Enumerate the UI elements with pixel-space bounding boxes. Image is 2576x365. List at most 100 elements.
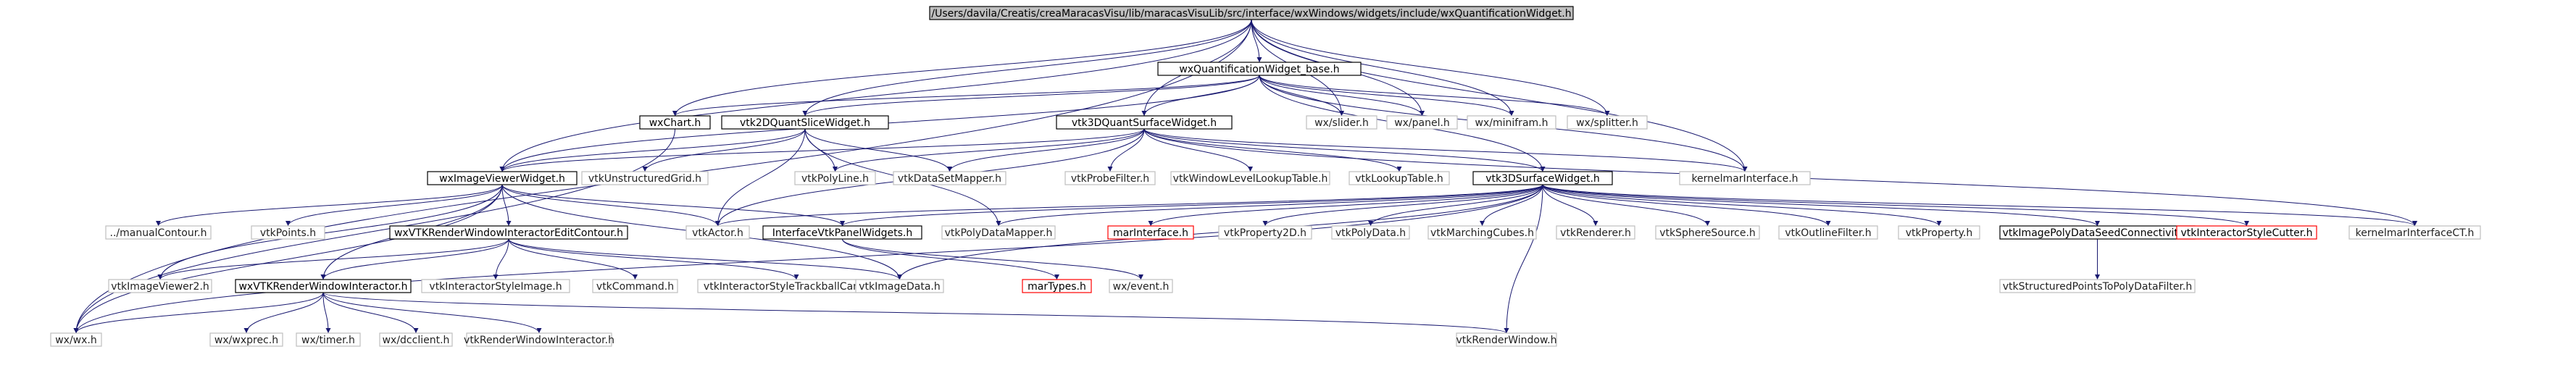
node-iviewer2[interactable]: vtkImageViewer2.h	[108, 279, 212, 293]
node-command[interactable]: vtkCommand.h	[592, 279, 678, 293]
node-box	[639, 115, 711, 130]
node-label: wx/event.h	[1113, 281, 1170, 293]
node-manual[interactable]: ../manualContour.h	[105, 225, 212, 240]
node-box	[941, 225, 1056, 240]
node-box	[721, 115, 889, 130]
edge-slice-to-viewer	[499, 128, 806, 172]
node-kernelct[interactable]: kernelmarInterfaceCT.h	[2348, 225, 2481, 240]
node-mcubes[interactable]: vtkMarchingCubes.h	[1427, 225, 1537, 240]
node-label: vtkRenderWindowInteractor.h	[464, 335, 614, 346]
node-points[interactable]: vtkPoints.h	[251, 225, 325, 240]
node-box	[235, 279, 412, 293]
node-label: /Users/davila/Creatis/creaMaracasVisu/li…	[931, 8, 1571, 20]
node-pdmapper[interactable]: vtkPolyDataMapper.h	[941, 225, 1056, 240]
node-wxwx[interactable]: wx/wx.h	[50, 332, 102, 347]
edge-viewer-to-iviewer2	[157, 184, 503, 280]
node-label: wx/wx.h	[55, 335, 97, 346]
node-label: vtkStructuredPointsToPolyDataFilter.h	[2003, 281, 2193, 293]
edge-wxchart-to-wxwx	[73, 128, 675, 334]
node-timer[interactable]: wx/timer.h	[296, 332, 361, 347]
node-box	[105, 225, 212, 240]
node-box	[1456, 332, 1557, 347]
node-rwinteractor[interactable]: vtkRenderWindowInteractor.h	[464, 332, 614, 347]
edge-surf3d-to-marinterface	[1148, 184, 1543, 227]
node-label: vtkRenderWindow.h	[1456, 335, 1557, 346]
node-box	[794, 171, 876, 185]
node-wllut[interactable]: vtkWindowLevelLookupTable.h	[1170, 171, 1330, 185]
node-sphere[interactable]: vtkSphereSource.h	[1655, 225, 1760, 240]
node-event[interactable]: wx/event.h	[1109, 279, 1173, 293]
node-splitter[interactable]: wx/splitter.h	[1567, 115, 1648, 130]
edge-slice-to-dsmapper	[804, 128, 952, 172]
node-prop2d[interactable]: vtkProperty2D.h	[1218, 225, 1312, 240]
edge-surf3d-to-ivpw	[840, 184, 1543, 227]
edge-surface-to-surf3d	[1143, 128, 1546, 172]
node-label: vtk3DSurfaceWidget.h	[1485, 173, 1600, 185]
node-box	[466, 332, 612, 347]
node-box	[1157, 62, 1362, 76]
node-label: vtkInteractorStyleTrackballCamera.h	[704, 281, 889, 293]
node-marinterface[interactable]: marInterface.h	[1107, 225, 1194, 240]
node-ivpw[interactable]: InterfaceVtkPanelWidgets.h	[762, 225, 922, 240]
node-property[interactable]: vtkProperty.h	[1898, 225, 1980, 240]
node-rwindow[interactable]: vtkRenderWindow.h	[1456, 332, 1557, 347]
node-outline[interactable]: vtkOutlineFilter.h	[1778, 225, 1878, 240]
node-box	[855, 279, 944, 293]
edge-surf3d-to-pdmapper	[996, 184, 1543, 227]
node-dsmapper[interactable]: vtkDataSetMapper.h	[893, 171, 1006, 185]
node-root[interactable]: /Users/davila/Creatis/creaMaracasVisu/li…	[929, 6, 1574, 20]
node-actor[interactable]: vtkActor.h	[685, 225, 750, 240]
node-box	[1386, 115, 1458, 130]
node-box	[1331, 225, 1410, 240]
node-surf3d[interactable]: vtk3DSurfaceWidget.h	[1472, 171, 1613, 185]
node-miniframe[interactable]: wx/minifram.h	[1467, 115, 1556, 130]
node-label: vtkPoints.h	[260, 227, 316, 239]
node-rwi[interactable]: wxVTKRenderWindowInteractor.h	[235, 279, 412, 293]
node-viewer[interactable]: wxImageViewerWidget.h	[427, 171, 578, 185]
edge-surf3d-to-wxwx	[73, 184, 1543, 334]
edge-root-to-slice	[802, 19, 1252, 117]
node-polyline[interactable]: vtkPolyLine.h	[794, 171, 876, 185]
node-base[interactable]: wxQuantificationWidget_base.h	[1157, 62, 1362, 76]
node-renderer[interactable]: vtkRenderer.h	[1556, 225, 1635, 240]
node-label: vtkInteractorStyleCutter.h	[2180, 227, 2312, 239]
node-kernelmar[interactable]: kernelmarInterface.h	[1679, 171, 1811, 185]
node-box	[1427, 225, 1537, 240]
node-sp2pd[interactable]: vtkStructuredPointsToPolyDataFilter.h	[1999, 279, 2196, 293]
node-box	[1056, 115, 1233, 130]
edge-rwi-to-timer	[322, 292, 331, 334]
node-slider[interactable]: wx/slider.h	[1306, 115, 1377, 130]
node-box	[1999, 279, 2196, 293]
node-label: vtkPolyData.h	[1335, 227, 1406, 239]
node-box	[1472, 171, 1613, 185]
node-box	[685, 225, 750, 240]
edge-rwi-to-rwinteractor	[322, 292, 542, 334]
node-cutter[interactable]: vtkInteractorStyleCutter.h	[2176, 225, 2317, 240]
edge-surf3d-to-kernelct	[1542, 184, 2417, 227]
node-lut[interactable]: vtkLookupTable.h	[1349, 171, 1450, 185]
node-isimage[interactable]: vtkInteractorStyleImage.h	[421, 279, 570, 293]
node-polydata[interactable]: vtkPolyData.h	[1331, 225, 1410, 240]
edge-slice-to-ugrid	[642, 128, 806, 172]
node-label: kernelmarInterface.h	[1691, 173, 1798, 185]
node-probe[interactable]: vtkProbeFilter.h	[1064, 171, 1156, 185]
node-slice[interactable]: vtk2DQuantSliceWidget.h	[721, 115, 889, 130]
node-panel[interactable]: wx/panel.h	[1386, 115, 1458, 130]
node-ugrid[interactable]: vtkUnstructuredGrid.h	[581, 171, 709, 185]
node-martypes[interactable]: marTypes.h	[1022, 279, 1092, 293]
node-editcontour[interactable]: wxVTKRenderWindowInteractorEditContour.h	[389, 225, 628, 240]
edge-surf3d-to-property	[1542, 184, 1942, 227]
edge-surface-to-kernelmar	[1143, 128, 1748, 172]
node-trackball[interactable]: vtkInteractorStyleTrackballCamera.h	[697, 279, 896, 293]
node-label: vtkProperty.h	[1906, 227, 1972, 239]
node-imagedata[interactable]: vtkImageData.h	[855, 279, 944, 293]
edge-viewer-to-ivpw	[501, 184, 845, 227]
node-wxprec[interactable]: wx/wxprec.h	[209, 332, 283, 347]
node-box	[1778, 225, 1878, 240]
node-wxchart[interactable]: wxChart.h	[639, 115, 711, 130]
node-seedconn[interactable]: vtkImagePolyDataSeedConnectivity.h	[1999, 225, 2196, 240]
node-surface[interactable]: vtk3DQuantSurfaceWidget.h	[1056, 115, 1233, 130]
edge-surf3d-to-outline	[1542, 184, 1831, 227]
node-dcclient[interactable]: wx/dcclient.h	[379, 332, 453, 347]
